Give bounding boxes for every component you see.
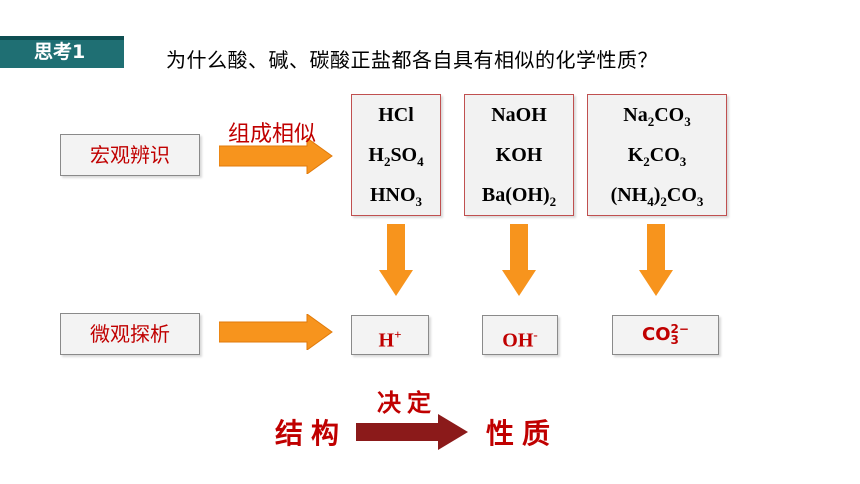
formula-naoh: NaOH (491, 104, 547, 126)
ion-carbonate: CO2−3 (612, 315, 719, 355)
arrow-down-acid (379, 224, 413, 296)
base-box: NaOH KOH Ba(OH)2 (464, 94, 574, 216)
acid-box: HCl H2SO4 HNO3 (351, 94, 441, 216)
structure-text: 结构 (275, 417, 348, 450)
formula-k2co3: K2CO3 (627, 144, 687, 169)
property-text: 性质 (486, 417, 559, 450)
micro-label: 微观探析 (60, 313, 200, 355)
arrow-down-base (502, 224, 536, 296)
arrow-down-salt (639, 224, 673, 296)
macro-label: 宏观辨识 (60, 134, 200, 176)
topic-tag: 思考1 (0, 36, 124, 68)
arrow-macro-right (219, 138, 333, 174)
determines-text: 决定 (377, 389, 437, 417)
arrow-determines (356, 414, 468, 450)
ion-oh-minus: OH- (482, 315, 558, 355)
arrow-micro-right (219, 314, 333, 350)
formula-nh42co3: (NH4)2CO3 (610, 184, 704, 209)
formula-h2so4: H2SO4 (368, 144, 424, 169)
formula-na2co3: Na2CO3 (623, 104, 691, 129)
formula-koh: KOH (495, 144, 543, 166)
formula-hno3: HNO3 (369, 184, 423, 209)
question-text: 为什么酸、碱、碳酸正盐都各自具有相似的化学性质？ (166, 48, 658, 72)
composition-label: 组成相似 (228, 122, 317, 147)
formula-baoh2: Ba(OH)2 (481, 184, 557, 209)
salt-box: Na2CO3 K2CO3 (NH4)2CO3 (587, 94, 727, 216)
formula-hcl: HCl (378, 104, 414, 126)
ion-h-plus: H+ (351, 315, 429, 355)
